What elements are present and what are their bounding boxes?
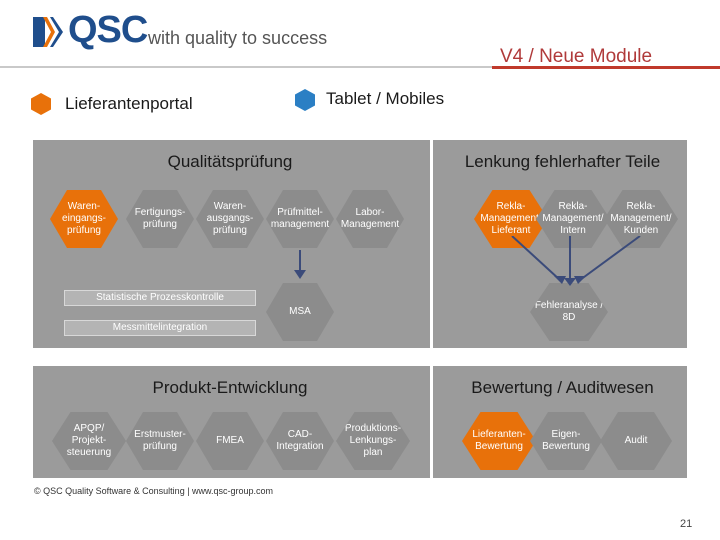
brand-tagline: with quality to success — [148, 28, 328, 48]
arrow-down-icon — [294, 250, 306, 279]
section-title-lenkung: Lenkung fehlerhafter Teile — [464, 152, 661, 171]
hex-wareneingangspruefung[interactable]: Waren- eingangs- prüfung — [50, 190, 118, 248]
hex-pruefmittelmanagement[interactable]: Prüfmittel- management — [266, 190, 334, 248]
page-number: 21 — [680, 518, 693, 530]
footer-copyright: © QSC Quality Software & Consulting | ww… — [34, 486, 274, 496]
hex-labor-management[interactable]: Labor- Management — [336, 190, 404, 248]
qsc-logo-mark-icon — [33, 17, 63, 47]
hex-msa[interactable]: MSA — [266, 283, 334, 341]
converging-arrows-icon — [511, 236, 641, 286]
hex-cad-integration[interactable]: CAD- Integration — [266, 412, 334, 470]
bar-messmittelintegration[interactable]: Messmittelintegration — [64, 320, 256, 336]
section-title-qualitaetspruefung: Qualitätsprüfung — [167, 152, 293, 171]
orange-hexagon-icon — [31, 93, 51, 115]
slide-title: V4 / Neue Module — [500, 46, 653, 67]
upper-panel-divider — [430, 140, 433, 348]
header-divider — [0, 66, 720, 68]
bar-statistische-prozesskontrolle[interactable]: Statistische Prozesskontrolle — [64, 290, 256, 306]
lower-panel-divider — [430, 366, 433, 478]
blue-hexagon-icon — [295, 89, 315, 111]
header-accent-bar — [492, 66, 720, 69]
legend-lieferantenportal: Lieferantenportal — [65, 94, 193, 113]
section-title-produkt-entwicklung: Produkt-Entwicklung — [152, 378, 308, 397]
hex-produktionslenkungsplan[interactable]: Produktions- Lenkungs- plan — [336, 412, 410, 470]
section-title-bewertung: Bewertung / Auditwesen — [471, 378, 654, 397]
brand-name: QSC — [68, 9, 148, 51]
legend-tablet-mobiles: Tablet / Mobiles — [326, 89, 445, 108]
